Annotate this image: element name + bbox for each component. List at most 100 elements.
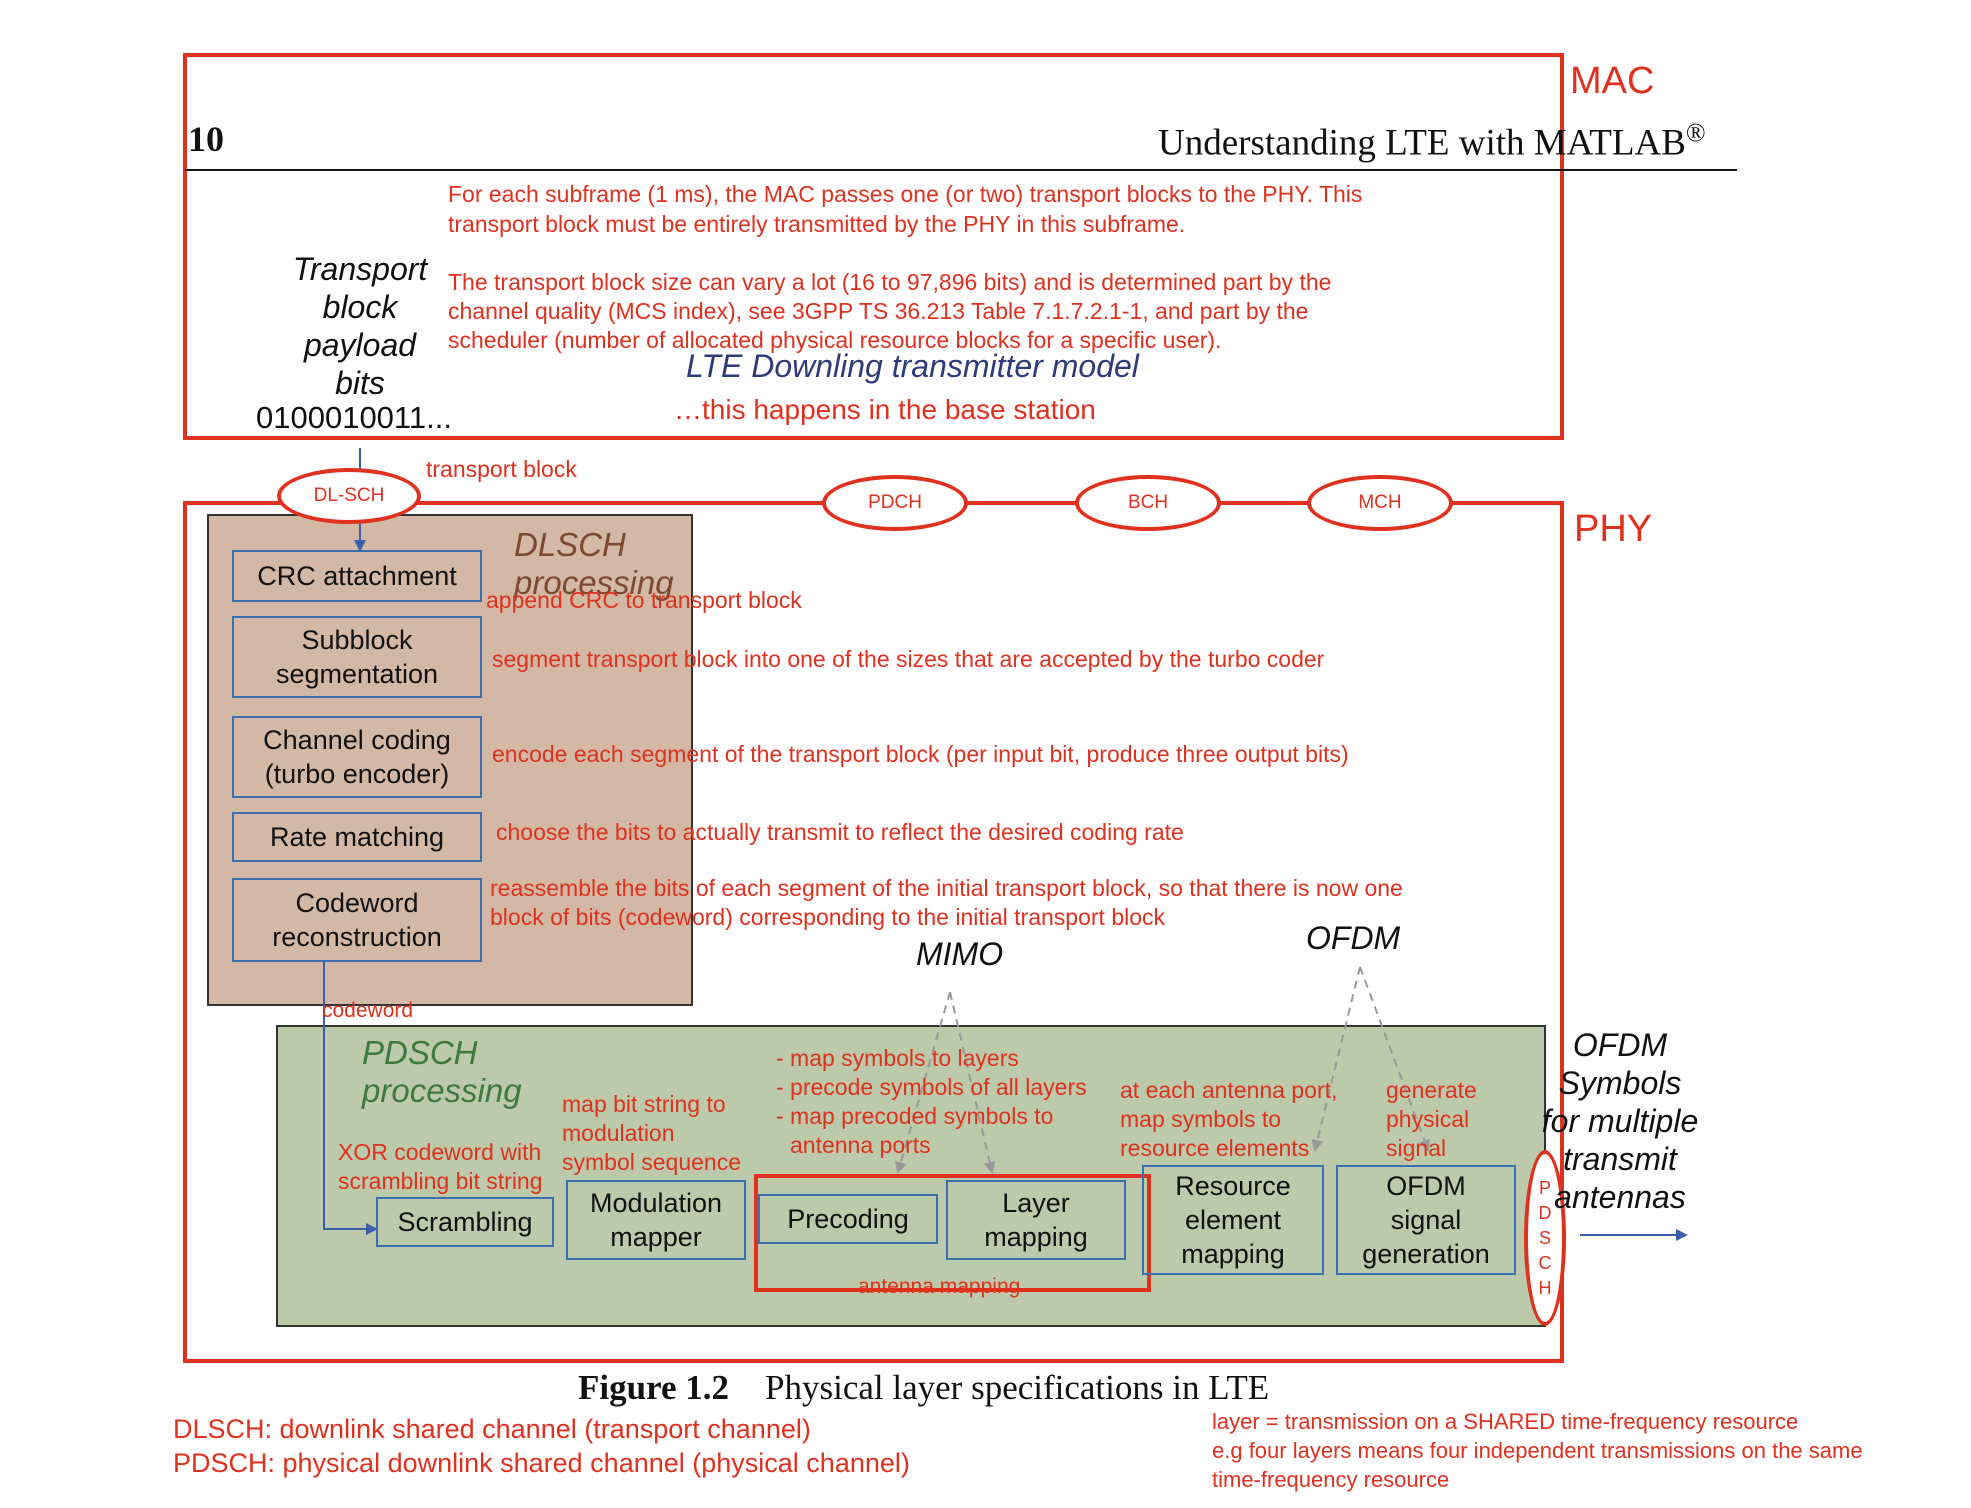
dlsch-title-line2: processing	[514, 564, 674, 601]
resource-label-line3: mapping	[1181, 1239, 1285, 1269]
crc-note: append CRC to transport block	[486, 587, 802, 613]
output-label: OFDM Symbols for multiple transmit anten…	[1530, 1026, 1710, 1216]
mimo-note-line1: - map symbols to layers	[776, 1045, 1019, 1071]
payload-line2: block	[322, 289, 398, 325]
pdsch-title: PDSCH processing	[362, 1034, 522, 1110]
footnote-pdsch: PDSCH: physical downlink shared channel …	[173, 1448, 910, 1478]
antenna-mapping-label: antenna mapping	[858, 1275, 1021, 1298]
bch-oval: BCH	[1075, 475, 1221, 531]
pdsch-oval-letter-s: S	[1538, 1227, 1551, 1248]
output-line1: OFDM	[1572, 1027, 1668, 1063]
precoding-block[interactable]: Precoding	[758, 1194, 938, 1244]
mimo-arrow-left	[895, 991, 951, 1174]
codeword-label: codeword	[322, 999, 414, 1022]
mac-note-line1: For each subframe (1 ms), the MAC passes…	[448, 181, 1363, 207]
model-title: LTE Downling transmitter model	[686, 348, 1139, 384]
payload-line3: payload	[303, 327, 417, 363]
modulation-label-line2: mapper	[610, 1222, 702, 1252]
scrambling-note-line1: XOR codeword with	[338, 1139, 542, 1165]
resource-element-mapping-block[interactable]: Resource element mapping	[1142, 1165, 1324, 1275]
mimo-note-line4: antenna ports	[790, 1132, 931, 1158]
channel-coding-block[interactable]: Channel coding (turbo encoder)	[232, 716, 482, 798]
pdsch-oval-letter-p: P	[1538, 1177, 1551, 1198]
payload-label: Transport block payload bits	[270, 250, 450, 402]
pdsch-oval-letter-d: D	[1538, 1202, 1552, 1223]
ofdm-label: OFDM	[1306, 920, 1401, 956]
ofdm-gen-label-line2: signal	[1390, 1205, 1462, 1235]
modulation-note-line1: map bit string to	[562, 1091, 726, 1117]
codeword-arrow	[323, 962, 378, 1235]
mimo-label: MIMO	[916, 936, 1004, 972]
antenna-mapping-box	[754, 1174, 1151, 1292]
ofdm-arrow-left	[1311, 966, 1361, 1152]
subblock-label-line1: Subblock	[301, 625, 413, 655]
mac-label: MAC	[1570, 60, 1655, 102]
subblock-label-line2: segmentation	[275, 659, 439, 689]
pdsch-oval-letter-c: C	[1538, 1252, 1552, 1273]
footnote-layer-line3: time-frequency resource	[1212, 1467, 1450, 1492]
codeword-label-line2: reconstruction	[272, 922, 442, 952]
model-subtitle: …this happens in the base station	[674, 394, 1096, 425]
modulation-mapper-block[interactable]: Modulation mapper	[566, 1180, 746, 1260]
mac-note-line4: channel quality (MCS index), see 3GPP TS…	[448, 298, 1309, 324]
subblock-segmentation-block[interactable]: Subblock segmentation	[232, 616, 482, 698]
footnote-layer-line2: e.g four layers means four independent t…	[1212, 1438, 1863, 1463]
codeword-note-line1: reassemble the bits of each segment of t…	[490, 875, 1403, 901]
mimo-note-line2: - precode symbols of all layers	[776, 1074, 1087, 1100]
layer-mapping-block[interactable]: Layer mapping	[946, 1180, 1126, 1260]
mimo-arrow-right	[949, 991, 996, 1174]
resource-label-line1: Resource	[1175, 1171, 1291, 1201]
mac-note-line5: scheduler (number of allocated physical …	[448, 327, 1222, 353]
registered-mark: ®	[1685, 118, 1706, 147]
pdsch-title-line1: PDSCH	[362, 1034, 478, 1071]
ofdm-note-line2: physical	[1386, 1106, 1470, 1132]
pdsch-oval-letter-h: H	[1538, 1277, 1552, 1298]
subblock-note: segment transport block into one of the …	[492, 646, 1325, 672]
ofdm-gen-label-line1: OFDM	[1386, 1171, 1466, 1201]
dlsch-title: DLSCH processing	[514, 526, 674, 602]
scrambling-block[interactable]: Scrambling	[376, 1197, 554, 1247]
ofdm-arrow-right	[1359, 966, 1431, 1152]
crc-attachment-block[interactable]: CRC attachment	[232, 550, 482, 602]
payload-line4: bits	[335, 365, 385, 401]
mch-oval: MCH	[1307, 475, 1453, 531]
codeword-reconstruction-block[interactable]: Codeword reconstruction	[232, 878, 482, 962]
output-line4: transmit	[1563, 1141, 1677, 1177]
output-line2: Symbols	[1558, 1065, 1682, 1101]
precoding-label: Precoding	[787, 1204, 909, 1234]
layer-mapping-label-line2: mapping	[984, 1222, 1088, 1252]
mac-note-line2: transport block must be entirely transmi…	[448, 211, 1186, 237]
resource-note-line1: at each antenna port,	[1120, 1077, 1338, 1103]
book-title-text: Understanding LTE with MATLAB	[1158, 122, 1686, 164]
book-title: Understanding LTE with MATLAB®	[1158, 118, 1706, 164]
rate-matching-block[interactable]: Rate matching	[232, 812, 482, 862]
resource-note-line3: resource elements	[1120, 1135, 1310, 1161]
pdch-oval: PDCH	[822, 475, 968, 531]
mimo-note-line3: - map precoded symbols to	[776, 1103, 1054, 1129]
dlsch-panel	[207, 514, 693, 1006]
rate-note: choose the bits to actually transmit to …	[496, 819, 1184, 845]
channel-coding-label-line1: Channel coding	[263, 725, 451, 755]
footnote-dlsch: DLSCH: downlink shared channel (transpor…	[173, 1414, 811, 1444]
codeword-note-line2: block of bits (codeword) corresponding t…	[490, 904, 1166, 930]
ofdm-note-line1: generate	[1386, 1077, 1477, 1103]
crc-attachment-label: CRC attachment	[257, 561, 457, 591]
output-line5: antennas	[1554, 1179, 1686, 1215]
rate-matching-label: Rate matching	[269, 822, 445, 852]
modulation-note-line2: modulation	[562, 1120, 675, 1146]
payload-bits: 0100010011...	[256, 400, 452, 435]
layer-mapping-label-line1: Layer	[1002, 1188, 1070, 1218]
ofdm-note-line3: signal	[1386, 1135, 1447, 1161]
modulation-label-line1: Modulation	[589, 1188, 723, 1218]
pdsch-oval: P D S C H	[1524, 1150, 1566, 1326]
resource-note-line2: map symbols to	[1120, 1106, 1282, 1132]
ofdm-signal-generation-block[interactable]: OFDM signal generation	[1336, 1165, 1516, 1275]
ofdm-gen-label-line3: generation	[1362, 1239, 1490, 1269]
pdsch-title-line2: processing	[362, 1072, 522, 1109]
figure-caption-label: Figure 1.2	[578, 1368, 730, 1407]
modulation-note-line3: symbol sequence	[562, 1149, 741, 1175]
footnote-layer-line1: layer = transmission on a SHARED time-fr…	[1212, 1409, 1799, 1434]
channel-coding-label-line2: (turbo encoder)	[264, 759, 450, 789]
resource-label-line2: element	[1184, 1205, 1282, 1235]
